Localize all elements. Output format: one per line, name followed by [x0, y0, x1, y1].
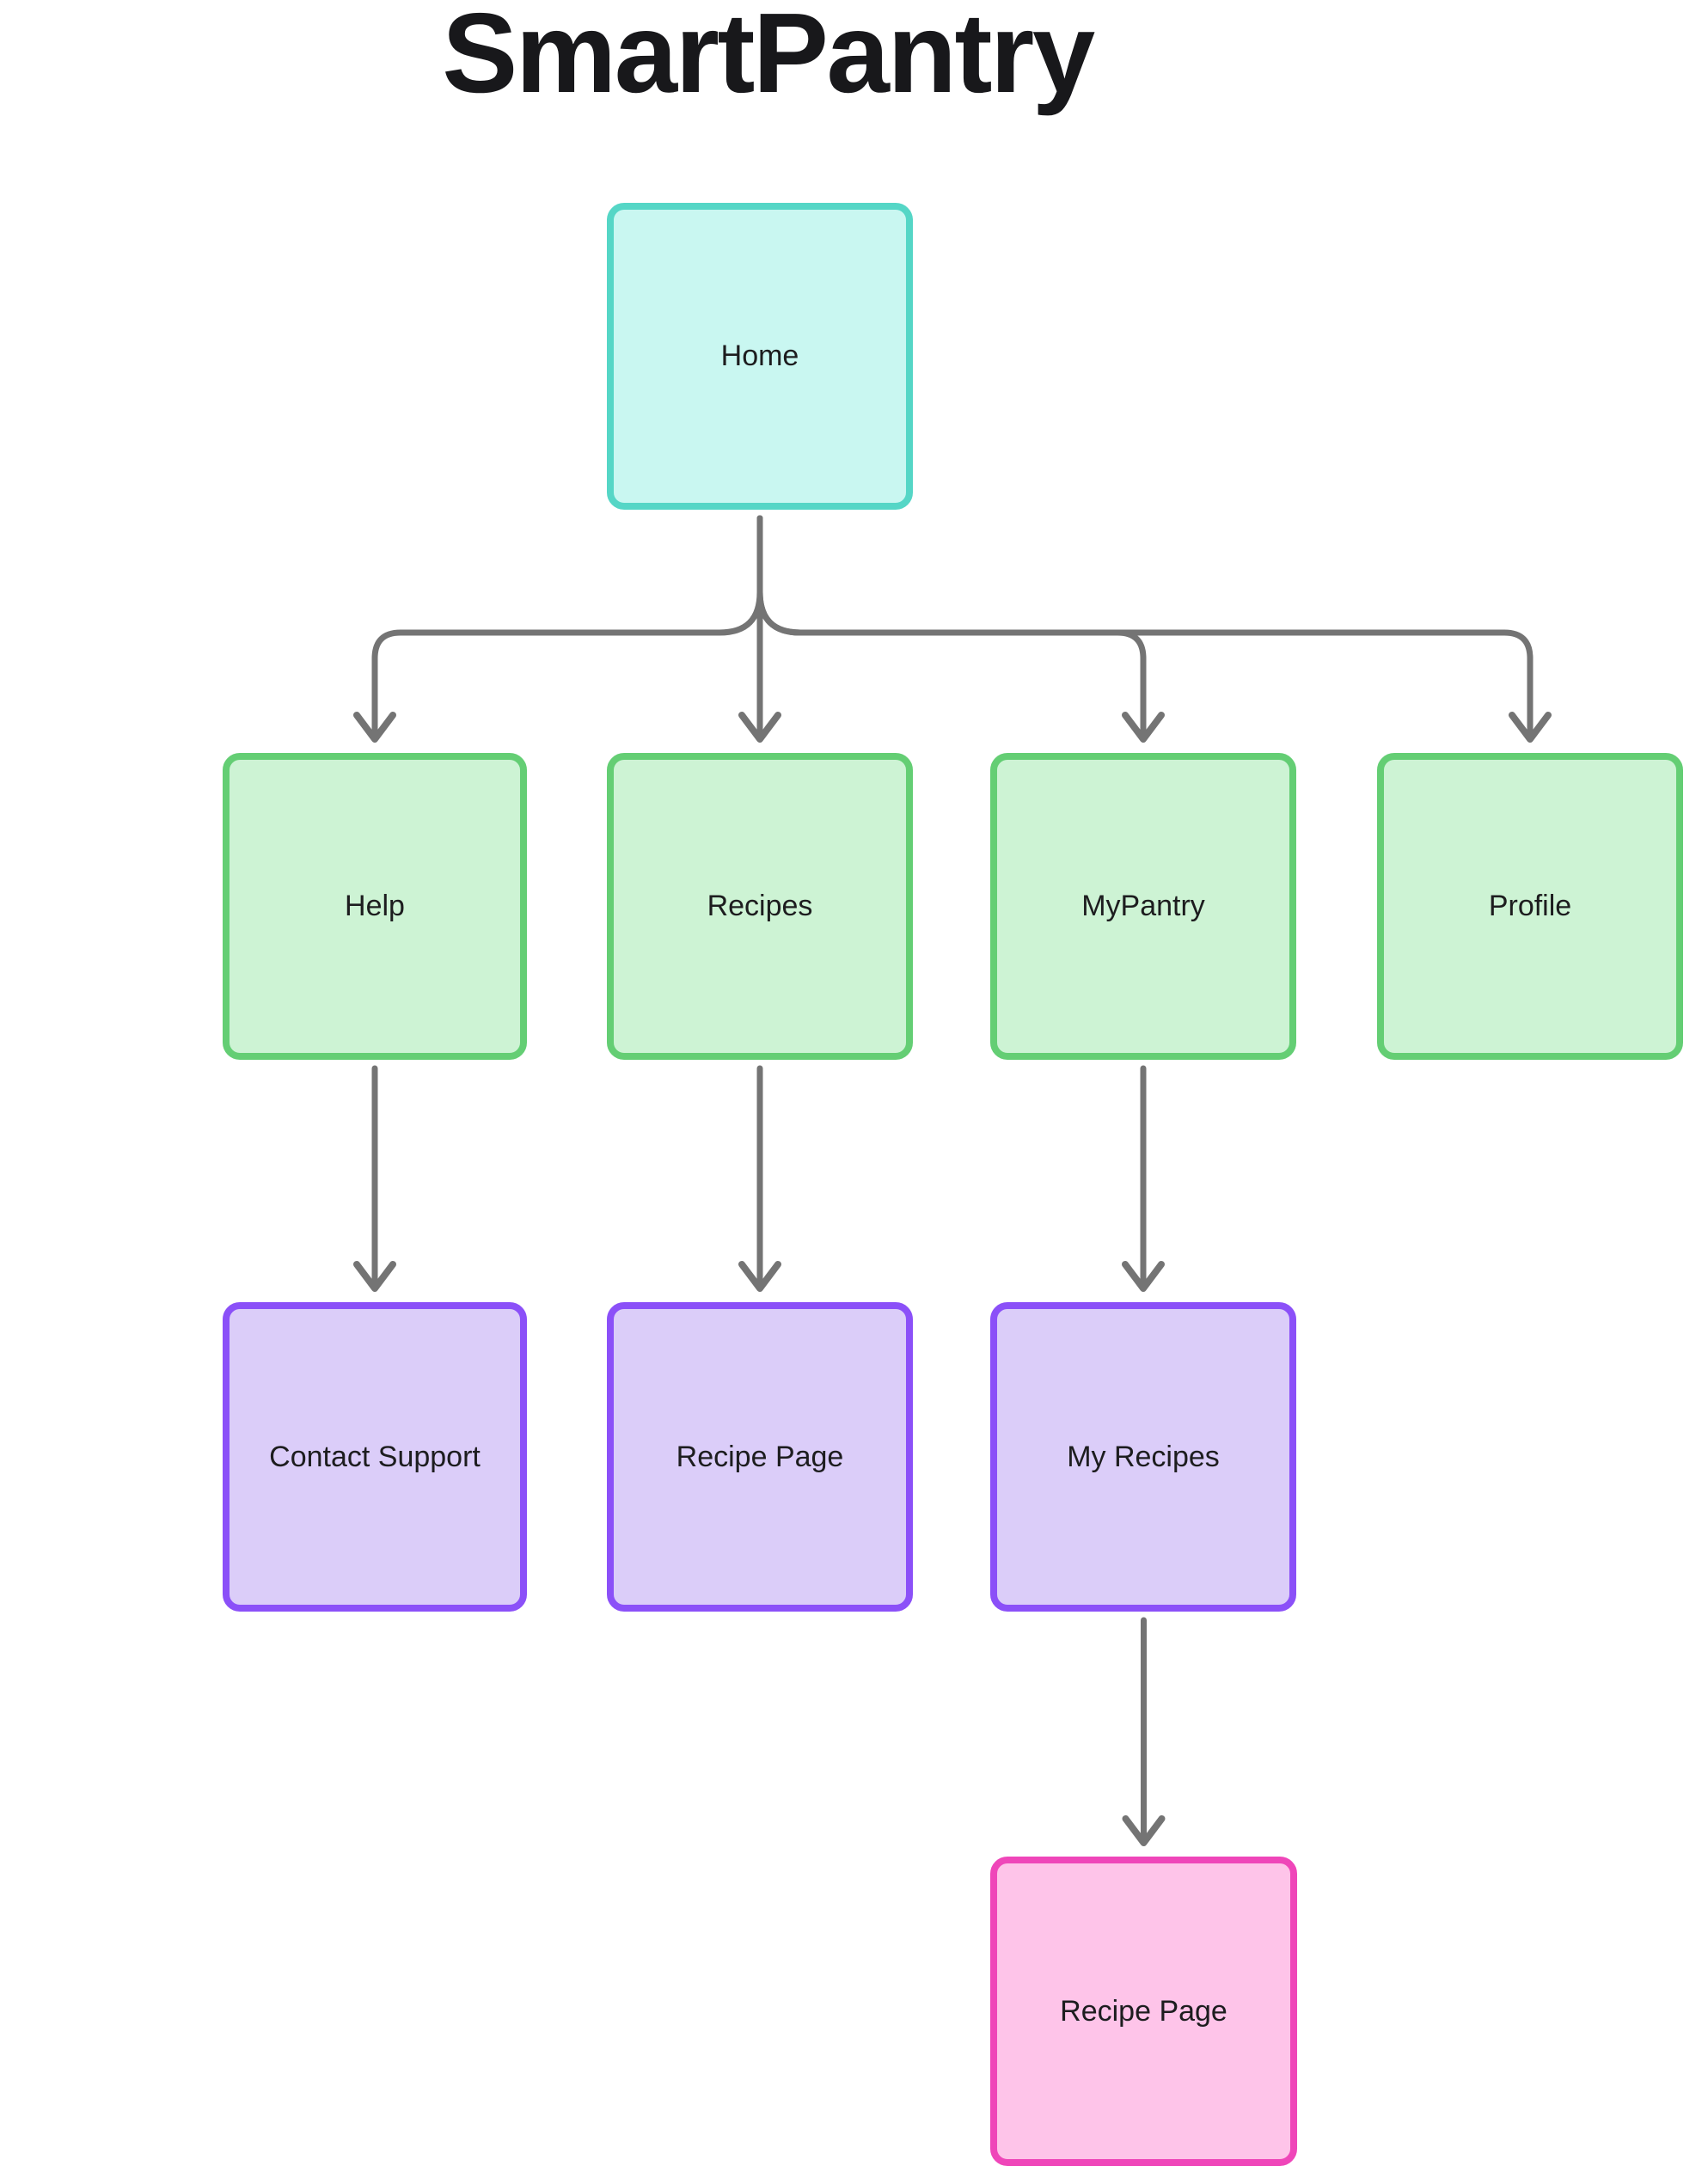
node-contact-support[interactable]: Contact Support: [223, 1302, 527, 1612]
node-home[interactable]: Home: [607, 203, 913, 510]
node-recipe-page-2[interactable]: Recipe Page: [990, 1857, 1297, 2166]
node-my-recipes-label: My Recipes: [1067, 1440, 1220, 1473]
node-recipe-page[interactable]: Recipe Page: [607, 1302, 913, 1612]
arrowhead-icon: [738, 1261, 781, 1292]
diagram-title: SmartPantry: [442, 0, 1095, 116]
arrowhead-icon: [353, 1261, 396, 1292]
arrowhead-icon: [738, 712, 781, 743]
arrowhead-icon: [1122, 1261, 1165, 1292]
arrowhead-icon: [1509, 712, 1552, 743]
arrowhead-icon: [353, 712, 396, 743]
node-home-label: Home: [720, 340, 799, 372]
edge-home-to-help: [371, 515, 763, 741]
node-contact-support-label: Contact Support: [269, 1440, 481, 1473]
node-mypantry[interactable]: MyPantry: [990, 753, 1296, 1060]
node-recipes-label: Recipes: [707, 890, 813, 922]
node-profile[interactable]: Profile: [1377, 753, 1683, 1060]
node-help-label: Help: [345, 890, 405, 922]
arrowhead-icon: [1122, 712, 1165, 743]
node-recipes[interactable]: Recipes: [607, 753, 913, 1060]
edge-home-to-profile: [756, 515, 1534, 741]
node-recipe-page-2-label: Recipe Page: [1060, 1994, 1227, 2028]
node-recipe-page-label: Recipe Page: [676, 1440, 844, 1473]
arrowhead-icon: [1122, 1815, 1166, 1846]
node-mypantry-label: MyPantry: [1081, 890, 1205, 922]
node-profile-label: Profile: [1488, 890, 1572, 922]
node-my-recipes[interactable]: My Recipes: [990, 1302, 1296, 1612]
node-help[interactable]: Help: [223, 753, 527, 1060]
edge-home-to-mypantry: [756, 515, 1147, 741]
